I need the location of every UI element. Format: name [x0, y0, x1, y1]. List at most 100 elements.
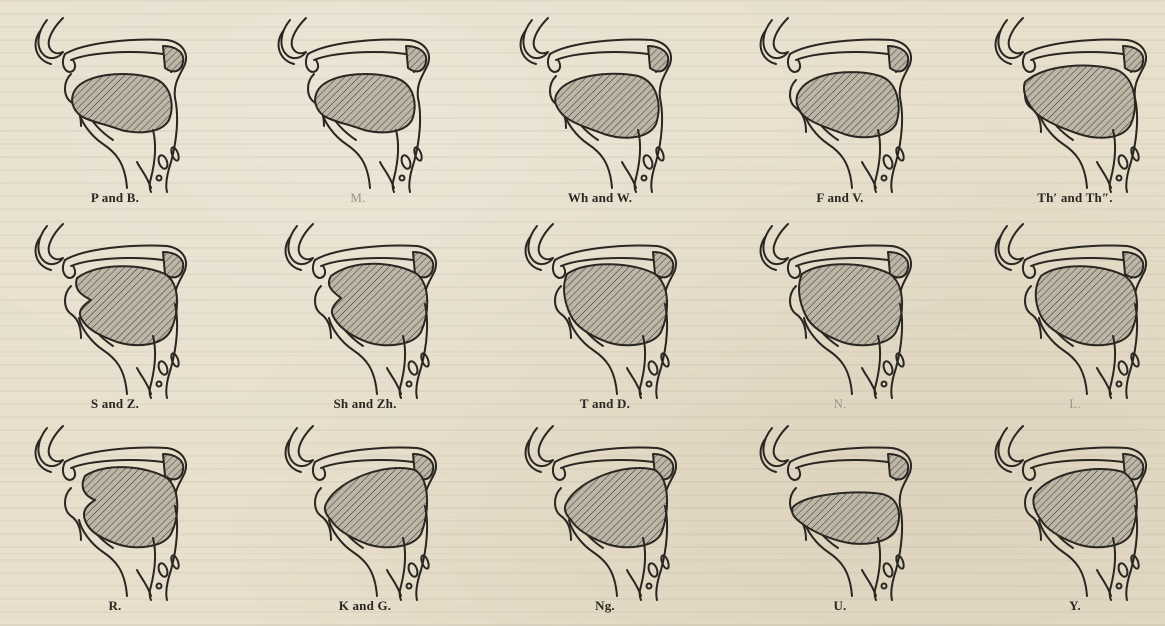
trachea-line	[387, 368, 401, 394]
palate-lower	[556, 52, 658, 72]
upper-lip	[788, 54, 800, 72]
figure-y: Y.	[985, 420, 1165, 625]
pharynx-front-wall	[150, 538, 156, 600]
soft-palate	[163, 46, 183, 71]
pharynx-front-wall	[400, 336, 406, 398]
figure-wh-and-w: Wh and W.	[510, 12, 690, 217]
soft-palate	[406, 46, 426, 71]
larynx-ring	[157, 584, 162, 589]
vocal-tract-diagram	[515, 420, 695, 600]
tongue	[1033, 469, 1136, 547]
trachea-line	[387, 570, 401, 596]
larynx-ring	[407, 584, 412, 589]
larynx-ring	[400, 154, 412, 170]
larynx-ring	[157, 562, 169, 578]
trachea-line	[862, 570, 876, 596]
figure-caption: Wh and W.	[510, 190, 690, 206]
upper-lip	[306, 54, 318, 72]
pharynx-front-wall	[150, 336, 156, 398]
soft-palate	[1123, 46, 1143, 71]
vocal-tract-diagram	[268, 12, 448, 192]
larynx-ring	[407, 382, 412, 387]
palate-lower	[314, 52, 416, 72]
tongue	[799, 264, 902, 345]
larynx-ring	[647, 562, 659, 578]
larynx-ring	[157, 360, 169, 376]
nose-outline	[523, 18, 548, 58]
upper-lip	[313, 260, 325, 278]
trachea-line	[380, 162, 394, 188]
figure-caption: S and Z.	[25, 396, 205, 412]
larynx-ring	[157, 154, 169, 170]
larynx-ring	[1117, 176, 1122, 181]
pharynx-front-wall	[1110, 538, 1116, 600]
tongue	[565, 468, 667, 547]
larynx-ring	[157, 382, 162, 387]
pharynx-front-wall	[150, 130, 156, 192]
nose-outline	[763, 18, 788, 58]
upper-lip	[63, 462, 75, 480]
vocal-tract-diagram	[510, 12, 690, 192]
pharynx-front-wall	[640, 538, 646, 600]
upper-lip	[1023, 260, 1035, 278]
lower-lip	[65, 286, 81, 338]
figure-n: N.	[750, 218, 930, 423]
trachea-line	[137, 162, 151, 188]
tongue	[83, 467, 178, 547]
trachea-line	[862, 368, 876, 394]
nose-outline	[763, 224, 788, 264]
figure-caption: T and D.	[515, 396, 695, 412]
nose-outline	[38, 426, 63, 466]
vocal-tract-diagram	[985, 420, 1165, 600]
trachea-line	[627, 570, 641, 596]
trachea-line	[1097, 368, 1111, 394]
vocal-tract-diagram	[275, 218, 455, 398]
tongue	[325, 468, 427, 547]
nose-outline	[998, 18, 1023, 58]
trachea-line	[1097, 570, 1111, 596]
upper-lip	[788, 462, 800, 480]
tongue	[315, 74, 414, 132]
trachea-line	[627, 368, 641, 394]
larynx-ring	[1117, 562, 1129, 578]
upper-lip	[788, 260, 800, 278]
nose-outline	[528, 224, 553, 264]
nose-outline	[763, 426, 788, 466]
soft-palate	[888, 454, 908, 479]
figure-caption: P and B.	[25, 190, 205, 206]
figure-caption: Y.	[985, 598, 1165, 614]
upper-lip	[63, 260, 75, 278]
palate-lower	[796, 460, 898, 480]
vocal-tract-diagram	[25, 218, 205, 398]
larynx-ring	[1117, 382, 1122, 387]
pharynx-front-wall	[635, 130, 641, 192]
larynx-ring	[400, 176, 405, 181]
figure-s-and-z: S and Z.	[25, 218, 205, 423]
upper-lip	[1023, 54, 1035, 72]
pharynx-front-wall	[640, 336, 646, 398]
nose-outline	[281, 18, 306, 58]
larynx-ring	[1117, 360, 1129, 376]
tongue	[76, 266, 177, 345]
larynx-ring	[882, 562, 894, 578]
upper-lip	[553, 462, 565, 480]
vocal-tract-diagram	[25, 420, 205, 600]
tongue	[564, 264, 667, 345]
larynx-ring	[1117, 154, 1129, 170]
larynx-ring	[647, 360, 659, 376]
figure-m: M.	[268, 12, 448, 217]
figure-caption: L.	[985, 396, 1165, 412]
larynx-ring	[882, 584, 887, 589]
figure-caption: R.	[25, 598, 205, 614]
trachea-line	[137, 368, 151, 394]
vocal-tract-diagram	[25, 12, 205, 192]
pharynx-front-wall	[1110, 130, 1116, 192]
lower-lip	[65, 488, 81, 540]
trachea-line	[622, 162, 636, 188]
larynx-ring	[157, 176, 162, 181]
figure-ng: Ng.	[515, 420, 695, 625]
figure-k-and-g: K and G.	[275, 420, 455, 625]
trachea-line	[137, 570, 151, 596]
larynx-ring	[642, 154, 654, 170]
nose-outline	[288, 224, 313, 264]
